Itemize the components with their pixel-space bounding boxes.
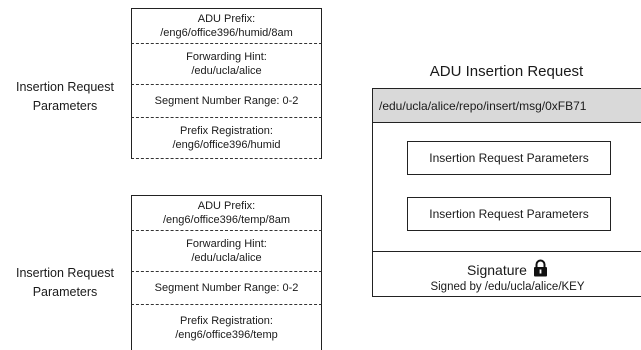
cell-heading: Forwarding Hint: — [186, 238, 267, 250]
group-2-label: Insertion Request Parameters — [3, 264, 127, 302]
param-box-1: Insertion Request Parameters — [407, 141, 611, 175]
cell-heading: Prefix Registration: — [180, 125, 273, 137]
cell-heading: ADU Prefix: — [197, 13, 256, 25]
signed-by: Signed by /edu/ucla/alice/KEY — [430, 281, 585, 293]
segment-range-cell: Segment Number Range: 0-2 — [131, 271, 322, 304]
signature-heading: Signature — [373, 259, 641, 280]
cell-heading: Segment Number Range: 0-2 — [154, 95, 299, 107]
adu-prefix-cell: ADU Prefix: /eng6/office396/temp/8am — [131, 195, 322, 230]
cell-heading: Prefix Registration: — [180, 314, 273, 327]
param-box-2: Insertion Request Parameters — [407, 197, 611, 231]
group-1-label-line2: Parameters — [32, 99, 98, 113]
packet-title: ADU Insertion Request — [429, 63, 584, 80]
group-2-label-line1: Insertion Request — [16, 266, 114, 280]
forwarding-hint-cell: Forwarding Hint: /edu/ucla/alice — [131, 230, 322, 271]
group-2-label-line2: Parameters — [32, 285, 98, 299]
cell-heading: Forwarding Hint: — [186, 51, 267, 63]
segment-range-cell: Segment Number Range: 0-2 — [131, 84, 322, 117]
group-1-label: Insertion Request Parameters — [3, 78, 127, 116]
signature-title: Signature — [467, 261, 527, 278]
prefix-registration-cell: Prefix Registration: /eng6/office396/hum… — [131, 117, 322, 159]
insertion-request-packet: /edu/ucla/alice/repo/insert/msg/0xFB71 I… — [372, 88, 641, 297]
cell-value: /eng6/office396/temp/8am — [163, 214, 290, 226]
group-1-label-line1: Insertion Request — [16, 80, 114, 94]
adu-prefix-cell: ADU Prefix: /eng6/office396/humid/8am — [131, 8, 322, 43]
cell-value: /edu/ucla/alice — [191, 65, 262, 77]
forwarding-hint-cell: Forwarding Hint: /edu/ucla/alice — [131, 43, 322, 84]
group-2-params-stack: ADU Prefix: /eng6/office396/temp/8am For… — [131, 195, 322, 350]
packet-name: /edu/ucla/alice/repo/insert/msg/0xFB71 — [373, 89, 641, 123]
cell-heading: ADU Prefix: — [197, 200, 256, 212]
group-1-params-stack: ADU Prefix: /eng6/office396/humid/8am Fo… — [131, 8, 322, 159]
cell-value: /eng6/office396/humid/8am — [160, 27, 293, 39]
signature-area: Signature Signed by /edu/ucla/alice/KEY — [373, 251, 641, 296]
cell-value: /eng6/office396/humid — [172, 139, 281, 151]
cell-value: /eng6/office396/temp — [175, 328, 278, 341]
lock-icon — [533, 259, 548, 280]
cell-heading: Segment Number Range: 0-2 — [154, 282, 299, 294]
cell-value: /edu/ucla/alice — [191, 252, 262, 264]
prefix-registration-cell: Prefix Registration: /eng6/office396/tem… — [131, 304, 322, 350]
